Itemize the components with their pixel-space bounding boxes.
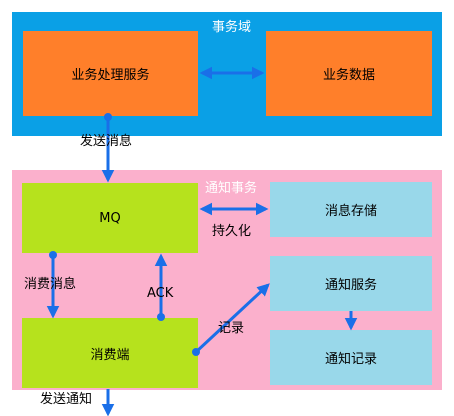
send-notification-label: 发送通知	[40, 392, 93, 407]
consume-message-label: 消费消息	[24, 277, 77, 292]
message-storage-label: 消息存储	[324, 204, 377, 219]
consumer-label: 消费端	[90, 347, 130, 363]
notify-service-box: 通知服务	[270, 256, 432, 311]
business-domain-title: 事务域	[212, 20, 252, 35]
message-storage-box: 消息存储	[270, 182, 432, 237]
notify-service-label: 通知服务	[324, 278, 377, 293]
business-data-box: 业务数据	[266, 31, 432, 116]
send-message-label: 发送消息	[80, 134, 133, 149]
business-service-box: 业务处理服务	[23, 31, 198, 116]
notify-record-label: 通知记录	[324, 352, 377, 367]
mq-label: MQ	[99, 210, 121, 226]
consumer-box: 消费端	[22, 318, 198, 388]
record-arrow	[194, 283, 270, 354]
business-service-label: 业务处理服务	[71, 68, 150, 83]
business-data-label: 业务数据	[322, 68, 375, 83]
ack-label: ACK	[147, 286, 174, 301]
notify-record-box: 通知记录	[270, 330, 432, 385]
persist-label: 持久化	[212, 224, 252, 239]
notify-domain-title: 通知事务	[205, 181, 258, 196]
record-label: 记录	[218, 321, 245, 336]
mq-box: MQ	[22, 183, 198, 253]
